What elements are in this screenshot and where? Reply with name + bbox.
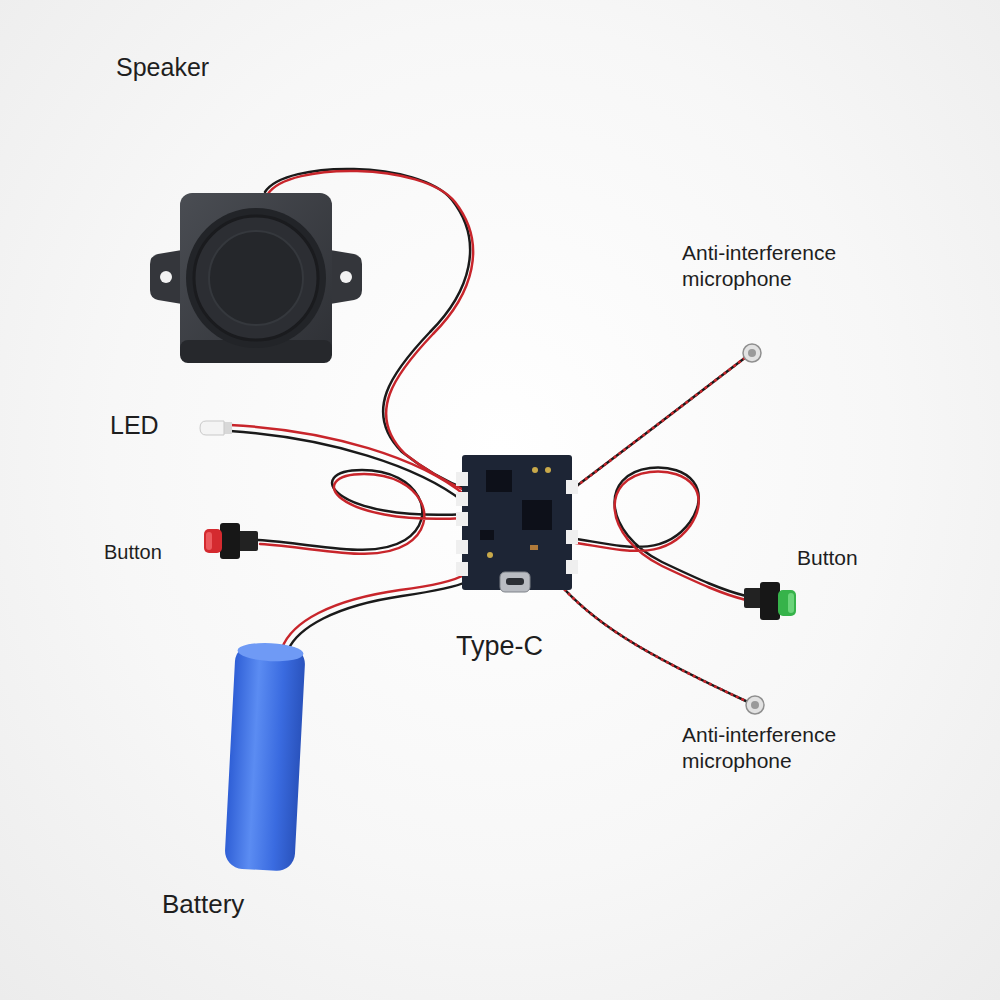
led-wire bbox=[230, 425, 466, 496]
microphone-wire bbox=[556, 580, 748, 702]
circuit-board bbox=[530, 545, 538, 550]
microphone-wire bbox=[566, 357, 746, 494]
microphone-figure bbox=[751, 701, 759, 709]
part-label: Button bbox=[104, 540, 162, 565]
part-label: Type-C bbox=[456, 630, 543, 664]
speaker-figure bbox=[330, 250, 362, 304]
button-figure bbox=[206, 532, 212, 550]
led-figure bbox=[200, 421, 232, 435]
speaker-figure bbox=[150, 250, 182, 304]
battery-figure bbox=[237, 641, 304, 662]
microphone-figure bbox=[743, 344, 761, 362]
led-wire bbox=[230, 431, 464, 502]
part-label: Battery bbox=[162, 888, 244, 921]
button-figure bbox=[238, 531, 258, 551]
microphone-wire bbox=[566, 357, 746, 494]
battery-figure bbox=[224, 643, 306, 871]
speaker-figure bbox=[150, 193, 362, 363]
button-wire bbox=[570, 468, 746, 600]
circuit-board bbox=[456, 455, 578, 592]
speaker-figure bbox=[194, 216, 318, 340]
button-wire bbox=[570, 472, 746, 600]
speaker-figure bbox=[160, 271, 172, 283]
speaker-figure bbox=[180, 193, 332, 363]
part-label: Speaker bbox=[116, 52, 209, 83]
speaker-figure bbox=[209, 231, 303, 325]
battery-wire bbox=[288, 582, 466, 650]
circuit-board bbox=[566, 530, 578, 544]
part-label: LED bbox=[110, 410, 159, 441]
battery-wire bbox=[282, 574, 466, 650]
battery-wire bbox=[282, 574, 466, 648]
microphone-figure bbox=[748, 349, 756, 357]
circuit-board bbox=[545, 467, 551, 473]
microphone-figure bbox=[746, 696, 764, 714]
part-label: Button bbox=[797, 545, 858, 571]
microphone-figure bbox=[743, 344, 761, 362]
button-figure bbox=[204, 523, 258, 559]
button-figure bbox=[220, 523, 240, 559]
circuit-board bbox=[456, 562, 468, 576]
button-wire bbox=[570, 468, 746, 596]
circuit-board bbox=[462, 455, 572, 590]
led-wire bbox=[230, 425, 466, 502]
speaker-figure bbox=[340, 271, 352, 283]
led-figure bbox=[200, 421, 224, 435]
circuit-board bbox=[456, 512, 468, 526]
circuit-board bbox=[532, 467, 538, 473]
microphone-figure bbox=[746, 696, 764, 714]
circuit-board bbox=[456, 540, 468, 554]
circuit-board bbox=[480, 530, 494, 540]
circuit-board bbox=[566, 480, 578, 494]
part-label: Anti-interference microphone bbox=[682, 722, 897, 775]
circuit-board bbox=[506, 578, 524, 585]
circuit-board bbox=[500, 572, 530, 592]
button-figure bbox=[778, 590, 796, 616]
circuit-board bbox=[486, 470, 512, 492]
microphone-wire bbox=[556, 580, 748, 702]
circuit-board bbox=[456, 492, 468, 506]
button-figure bbox=[204, 529, 222, 553]
button-wire bbox=[258, 470, 466, 554]
button-figure bbox=[760, 582, 780, 620]
button-figure bbox=[744, 582, 796, 620]
circuit-board bbox=[456, 472, 468, 486]
circuit-board bbox=[566, 560, 578, 574]
button-figure bbox=[788, 593, 794, 613]
speaker-figure bbox=[186, 208, 326, 348]
circuit-board bbox=[522, 500, 552, 530]
microphone-wire bbox=[556, 580, 748, 702]
microphone-wire bbox=[566, 357, 746, 494]
circuit-board bbox=[487, 552, 493, 558]
battery-figure bbox=[224, 641, 306, 871]
part-label: Anti-interference microphone bbox=[682, 240, 897, 293]
button-wire bbox=[260, 474, 464, 554]
